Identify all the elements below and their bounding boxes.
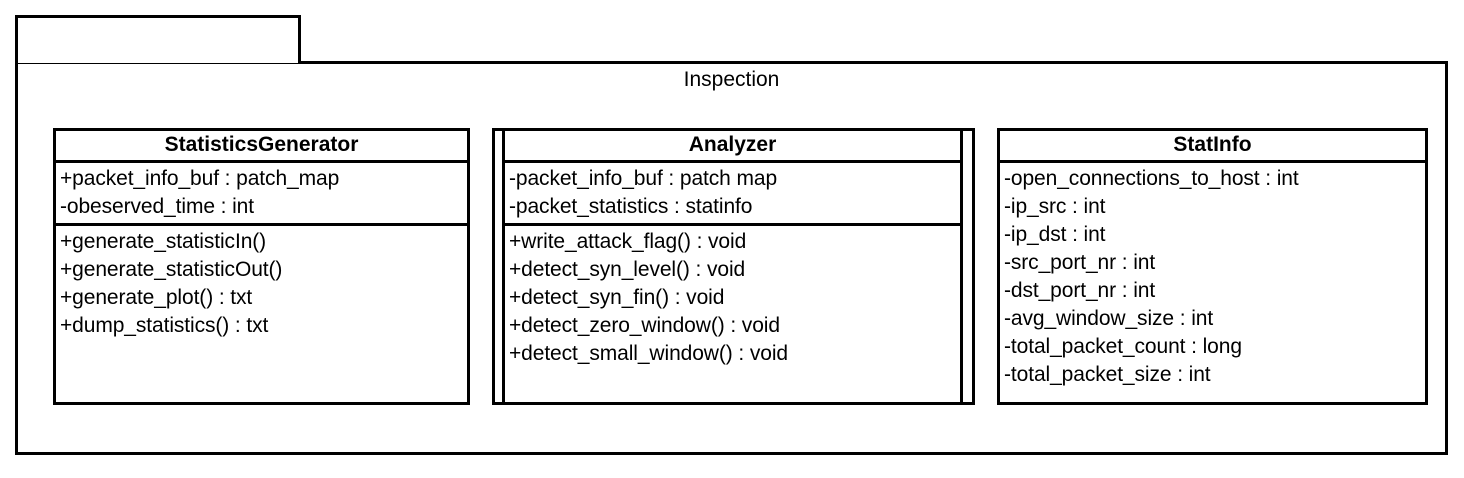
package-tab (15, 15, 301, 63)
attributes-compartment-statinfo: -open_connections_to_host : int -ip_src … (1000, 163, 1425, 402)
method-row: +generate_plot() : txt (60, 286, 253, 309)
attribute-row: -dst_port_nr : int (1004, 279, 1156, 302)
method-row: +detect_syn_fin() : void (509, 286, 725, 309)
package-name-label: Inspection (683, 68, 780, 91)
method-row: +generate_statisticIn() (60, 230, 267, 253)
method-row: +detect_syn_level() : void (509, 258, 746, 281)
attribute-row: -avg_window_size : int (1004, 307, 1214, 330)
class-box-statisticsgenerator[interactable]: StatisticsGenerator +packet_info_buf : p… (53, 128, 470, 405)
class-name-statisticsgenerator: StatisticsGenerator (56, 131, 467, 163)
class-box-analyzer[interactable]: Analyzer -packet_info_buf : patch map -p… (502, 128, 963, 405)
methods-compartment-statisticsgenerator: +generate_statisticIn() +generate_statis… (56, 226, 467, 402)
method-row: +detect_zero_window() : void (509, 314, 780, 337)
attributes-compartment-analyzer: -packet_info_buf : patch map -packet_sta… (505, 163, 960, 226)
attribute-row: -obeserved_time : int (60, 195, 254, 218)
attribute-row: -src_port_nr : int (1004, 251, 1156, 274)
method-row: +generate_statisticOut() (60, 258, 283, 281)
class-name-analyzer: Analyzer (505, 131, 960, 163)
method-row: +write_attack_flag() : void (509, 230, 747, 253)
attribute-row: -total_packet_size : int (1004, 363, 1211, 386)
method-row: +dump_statistics() : txt (60, 314, 269, 337)
attribute-row: -open_connections_to_host : int (1004, 167, 1299, 190)
attribute-row: -ip_dst : int (1004, 223, 1106, 246)
attribute-row: -total_packet_count : long (1004, 335, 1242, 358)
attributes-compartment-statisticsgenerator: +packet_info_buf : patch_map -obeserved_… (56, 163, 467, 226)
attribute-row: -packet_statistics : statinfo (509, 195, 753, 218)
class-box-statinfo[interactable]: StatInfo -open_connections_to_host : int… (997, 128, 1428, 405)
attribute-row: +packet_info_buf : patch_map (60, 167, 340, 190)
attribute-row: -packet_info_buf : patch map (509, 167, 778, 190)
method-row: +detect_small_window() : void (509, 342, 788, 365)
methods-compartment-analyzer: +write_attack_flag() : void +detect_syn_… (505, 226, 960, 402)
class-name-statinfo: StatInfo (1000, 131, 1425, 163)
attribute-row: -ip_src : int (1004, 195, 1106, 218)
